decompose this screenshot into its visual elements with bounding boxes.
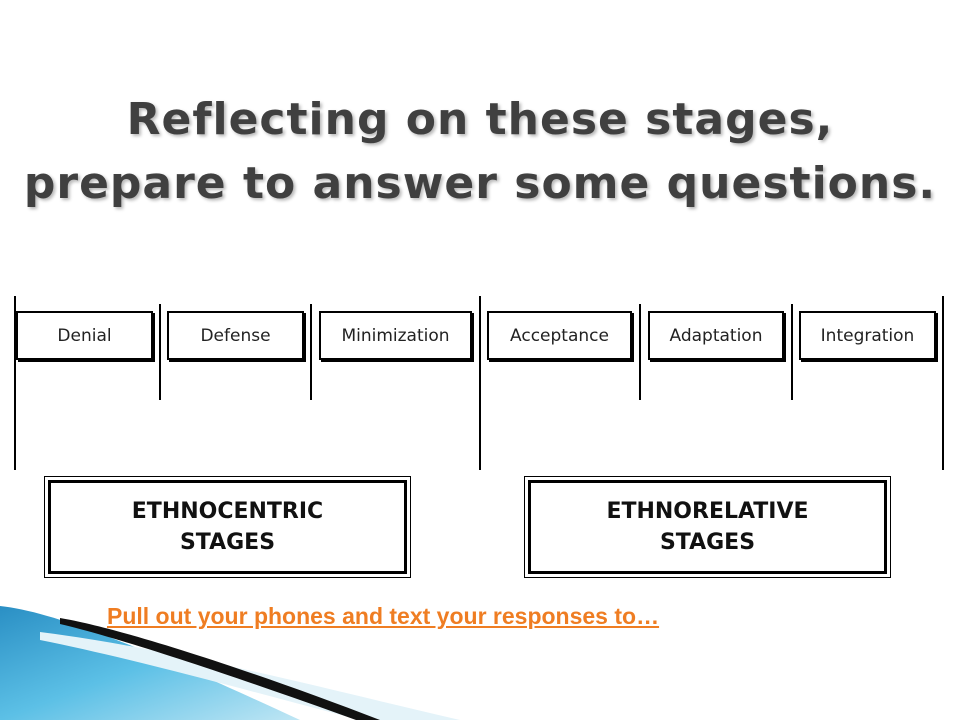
divider-line-middle — [479, 296, 481, 470]
slide-title: Reflecting on these stages, prepare to a… — [0, 88, 960, 216]
divider-line-2 — [310, 304, 312, 400]
swoosh-light-band — [40, 632, 460, 720]
title-line-1: Reflecting on these stages, — [126, 94, 834, 145]
stage-label: Minimization — [341, 325, 450, 346]
stage-denial: Denial — [16, 311, 153, 360]
text-responses-link[interactable]: Pull out your phones and text your respo… — [107, 603, 660, 629]
divider-line-left — [14, 296, 16, 470]
group-label-ethnorelative: ETHNORELATIVE STAGES — [606, 499, 809, 555]
divider-line-5 — [791, 304, 793, 400]
group-ethnorelative: ETHNORELATIVE STAGES — [524, 476, 891, 578]
stage-label: Integration — [820, 325, 915, 346]
divider-line-1 — [159, 304, 161, 400]
stage-label: Acceptance — [510, 325, 609, 346]
divider-line-4 — [639, 304, 641, 400]
title-line-2: prepare to answer some questions. — [23, 158, 937, 209]
stage-label: Defense — [200, 325, 271, 346]
stage-adaptation: Adaptation — [648, 311, 784, 360]
stage-label: Denial — [57, 325, 112, 346]
group-label-ethnocentric: ETHNOCENTRIC STAGES — [131, 499, 324, 555]
stage-defense: Defense — [167, 311, 304, 360]
stage-minimization: Minimization — [319, 311, 472, 360]
stage-integration: Integration — [799, 311, 936, 360]
stage-acceptance: Acceptance — [487, 311, 632, 360]
swoosh-black-stroke — [60, 618, 380, 720]
divider-line-right — [942, 296, 944, 470]
group-ethnocentric: ETHNOCENTRIC STAGES — [44, 476, 411, 578]
stage-label: Adaptation — [669, 325, 763, 346]
